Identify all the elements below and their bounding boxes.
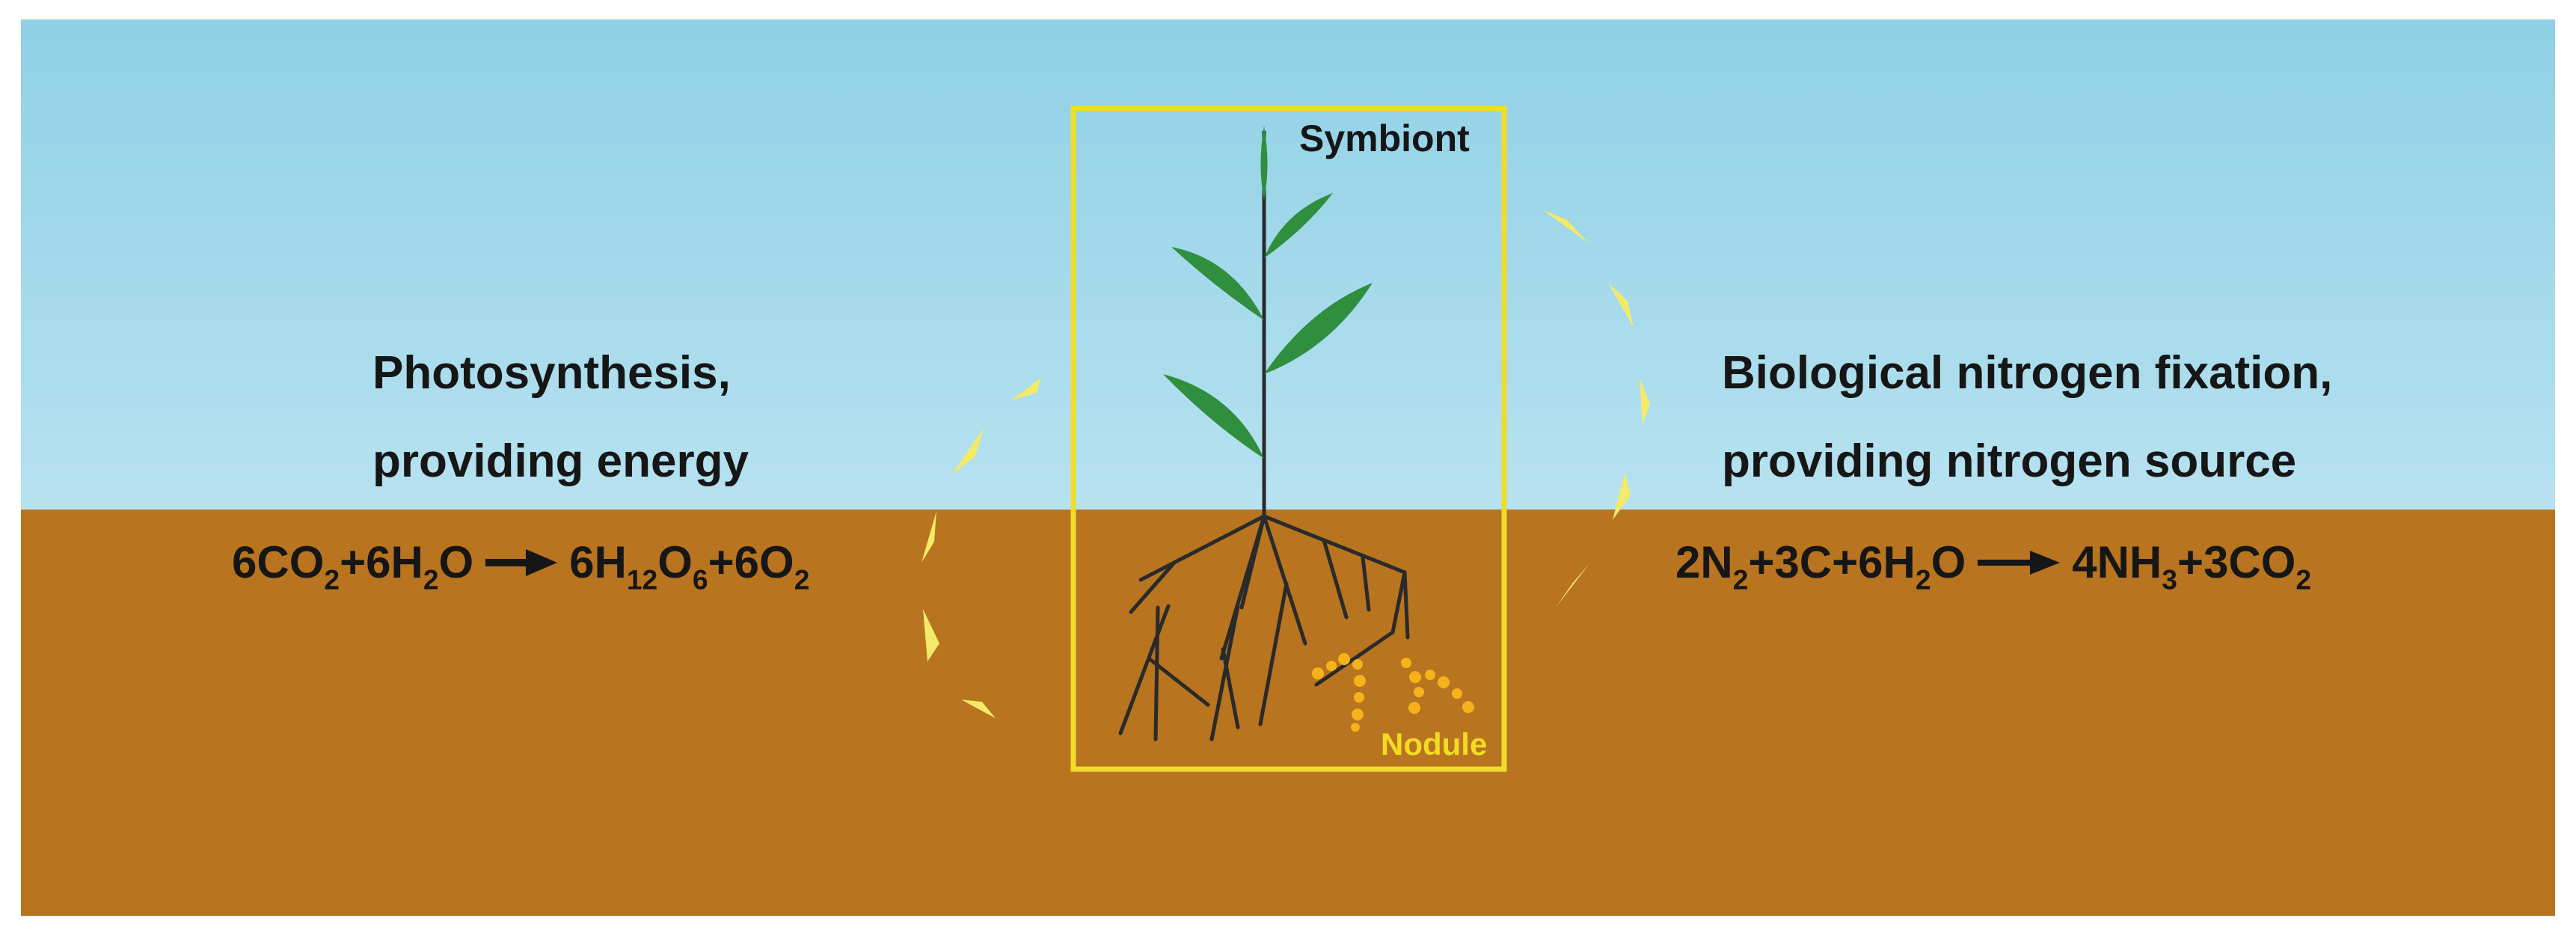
right-cycle-dash: [1608, 283, 1634, 328]
formula-subscript: 2: [2296, 563, 2312, 596]
right-cycle-dash: [1556, 563, 1590, 608]
nodule: [1354, 675, 1366, 687]
root: [1153, 605, 1160, 741]
nodule: [1408, 702, 1420, 714]
nodule: [1401, 658, 1411, 668]
leaf-upper-right: [1264, 193, 1333, 258]
left-cycle-dash: [1011, 378, 1041, 400]
right-cycle-dash: [1542, 209, 1589, 243]
right-cycle-dash: [1613, 473, 1631, 520]
nodule: [1425, 670, 1435, 680]
formula-text: +6O: [708, 537, 794, 587]
root: [1361, 555, 1371, 612]
leaf-top: [1260, 126, 1268, 201]
formula-text: +3CO: [2177, 537, 2296, 587]
nodule: [1352, 659, 1363, 670]
formula-subscript: 2: [324, 563, 340, 596]
symbiont-frame: [1070, 105, 1507, 772]
nodule: [1409, 671, 1421, 683]
nodule: [1352, 709, 1364, 721]
nitrogen-fixation-heading: Biological nitrogen fixation, providing …: [1722, 329, 2332, 506]
leaf-upper-left: [1171, 247, 1264, 320]
nodule-label: Nodule: [1381, 727, 1488, 762]
nodule: [1312, 667, 1324, 679]
root: [1209, 604, 1240, 741]
left-cycle-dash: [923, 609, 939, 661]
root: [1262, 514, 1307, 646]
root: [1129, 560, 1177, 614]
root: [1118, 604, 1171, 735]
photosynthesis-heading: Photosynthesis, providing energy: [372, 329, 749, 506]
photosynthesis-heading-line2: providing energy: [372, 435, 749, 487]
formula-text: O: [438, 537, 474, 587]
formula-subscript: 6: [692, 563, 708, 596]
root: [1402, 570, 1410, 640]
reaction-arrow-head: [526, 549, 558, 576]
nodule: [1338, 653, 1350, 665]
symbiont-label: Symbiont: [1299, 117, 1470, 159]
formula-text: +3C+6H: [1748, 537, 1916, 587]
nitrogen-fixation-reactants: 2N2+3C+6H2O: [1675, 537, 1966, 594]
photosynthesis-heading-line1: Photosynthesis,: [372, 347, 731, 399]
nodule: [1438, 676, 1450, 688]
right-cycle-dash: [1640, 378, 1650, 425]
nodule: [1414, 687, 1424, 697]
formula-subscript: 2: [1915, 563, 1931, 596]
formula-text: 6CO: [232, 537, 325, 587]
nodule: [1351, 723, 1360, 732]
nitrogen-fixation-heading-line1: Biological nitrogen fixation,: [1722, 347, 2333, 399]
formula-text: 4NH: [2072, 537, 2162, 587]
nitrogen-fixation-equation: 2N2+3C+6H2O 4NH3+3CO2: [1675, 537, 2311, 594]
nitrogen-fixation-products: 4NH3+3CO2: [2072, 537, 2311, 594]
plant: [1163, 126, 1373, 516]
sky: [21, 19, 2555, 510]
reaction-arrow-shaft: [485, 559, 533, 566]
root: [1138, 514, 1266, 582]
nodule: [1462, 701, 1474, 713]
formula-subscript: 2: [1732, 563, 1749, 596]
left-cycle-dash: [921, 511, 936, 563]
left-cycle-arrow: [921, 378, 1041, 718]
root: [1314, 630, 1395, 687]
formula-text: O: [657, 537, 693, 587]
right-cycle-arrow: [1542, 209, 1650, 608]
formula-subscript: 3: [2162, 563, 2177, 596]
soil: [21, 510, 2555, 916]
root: [1262, 514, 1407, 575]
reaction-arrow-shaft: [1978, 560, 2037, 566]
roots: [1118, 514, 1410, 741]
nodule: [1452, 688, 1462, 699]
leaf-lower-left: [1163, 374, 1264, 459]
reaction-arrow-head: [2030, 551, 2061, 575]
nodule: [1326, 661, 1337, 671]
formula-subscript: 2: [794, 563, 810, 596]
root: [1239, 514, 1266, 610]
formula-text: 2N: [1675, 537, 1733, 587]
nodule: [1354, 692, 1364, 703]
formula-subscript: 12: [626, 563, 658, 596]
reaction-arrow-icon: [1978, 551, 2061, 575]
formula-subscript: 2: [423, 563, 439, 596]
left-cycle-dash: [951, 428, 984, 475]
nodules: [1312, 653, 1474, 732]
root: [1147, 656, 1210, 707]
formula-text: 6H: [569, 537, 627, 587]
formula-text: O: [1931, 537, 1966, 587]
photosynthesis-products: 6H12O6+6O2: [569, 537, 809, 594]
photosynthesis-reactants: 6CO2+6H2O: [232, 537, 474, 594]
root: [1322, 538, 1349, 620]
root: [1258, 581, 1289, 727]
nitrogen-fixation-heading-line2: providing nitrogen source: [1722, 435, 2297, 487]
reaction-arrow-icon: [485, 549, 558, 576]
root: [1390, 570, 1407, 634]
photosynthesis-equation: 6CO2+6H2O 6H12O6+6O2: [232, 537, 809, 594]
left-cycle-dash: [961, 700, 996, 718]
leaf-lower-right: [1264, 283, 1373, 374]
formula-text: +6H: [340, 537, 423, 587]
root: [1221, 647, 1240, 730]
